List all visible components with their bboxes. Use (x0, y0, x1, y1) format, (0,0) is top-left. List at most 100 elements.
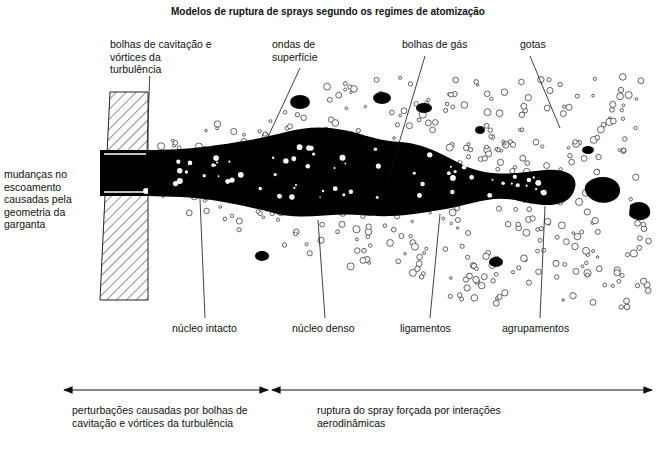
gas-bubble (211, 163, 215, 167)
gas-bubble (374, 147, 378, 151)
droplet (572, 243, 578, 249)
droplet (576, 198, 583, 205)
clusters (255, 92, 650, 267)
droplet (263, 132, 267, 136)
droplet (624, 304, 630, 310)
gas-bubble (516, 183, 520, 187)
droplet (496, 167, 500, 171)
gas-bubble (173, 181, 178, 186)
droplet (592, 94, 595, 97)
droplet (355, 238, 358, 241)
droplet (353, 226, 360, 233)
gas-bubble (450, 190, 454, 194)
droplet (276, 218, 279, 221)
droplet (421, 272, 425, 276)
gas-bubble (535, 188, 537, 190)
droplet (474, 80, 479, 85)
droplet (593, 77, 596, 80)
droplet (237, 228, 241, 232)
gas-bubble (376, 164, 381, 169)
droplet (283, 110, 287, 114)
droplet (610, 108, 615, 113)
droplet (624, 298, 630, 304)
droplet (171, 139, 174, 142)
droplet (484, 123, 489, 128)
droplet (521, 255, 528, 262)
droplet (558, 222, 565, 229)
droplet (443, 247, 448, 252)
droplet (541, 145, 544, 148)
droplet (619, 74, 626, 81)
droplet (231, 128, 237, 134)
droplet (594, 169, 600, 175)
droplet (258, 130, 261, 133)
droplet (596, 154, 601, 159)
droplet (562, 105, 565, 108)
droplet (383, 224, 387, 228)
cavitation-streak (104, 191, 146, 193)
droplet (393, 137, 396, 140)
droplet (635, 98, 638, 101)
droplet (219, 206, 222, 209)
side-note: mudanças no escoamento causadas pela geo… (2, 168, 97, 231)
droplet (287, 124, 292, 129)
droplet (466, 155, 470, 159)
region-label: ruptura do spray forçada por interações … (315, 404, 515, 429)
droplet (327, 97, 332, 102)
gas-bubble (469, 175, 474, 180)
gas-bubble (333, 167, 335, 169)
droplet (432, 120, 438, 126)
droplet (572, 232, 575, 235)
droplet (451, 105, 455, 109)
droplet (513, 166, 516, 169)
callout: núcleo intacto (170, 322, 250, 335)
droplet (583, 247, 590, 254)
gas-bubble (342, 193, 345, 196)
gas-bubble (312, 152, 315, 155)
droplet (364, 105, 367, 108)
gas-bubble (319, 196, 321, 198)
droplet (489, 135, 493, 139)
callout: bolhas de gás (400, 38, 480, 51)
gas-bubble (238, 172, 244, 178)
droplet (450, 277, 453, 280)
droplet (536, 249, 540, 253)
droplet (488, 128, 492, 132)
droplet (368, 261, 371, 264)
droplet (510, 142, 515, 147)
droplet (484, 91, 490, 97)
gas-bubble (487, 193, 492, 198)
droplet (455, 217, 460, 222)
droplet (411, 220, 414, 223)
droplet (417, 254, 423, 260)
droplet (620, 109, 623, 112)
droplet (395, 123, 399, 127)
droplet (501, 89, 508, 96)
droplet (614, 270, 620, 276)
droplet (596, 256, 598, 258)
droplet (404, 252, 407, 255)
droplet (567, 146, 570, 149)
droplet (305, 243, 308, 246)
droplet (568, 153, 573, 158)
droplet (214, 121, 220, 127)
droplet (497, 294, 502, 299)
droplet (368, 244, 372, 248)
droplet (401, 108, 407, 114)
droplet (542, 248, 546, 252)
droplet (262, 216, 265, 219)
droplet (450, 222, 452, 224)
gas-bubble (417, 193, 422, 198)
droplet (399, 76, 402, 79)
droplet (204, 208, 210, 214)
droplet (464, 285, 470, 291)
gas-bubble (501, 181, 505, 185)
callout: agrupamentos (500, 322, 590, 335)
droplet (621, 148, 625, 152)
droplet (344, 88, 347, 91)
droplet (521, 103, 527, 109)
droplet (584, 269, 591, 276)
droplet (516, 222, 521, 227)
droplet (307, 251, 312, 256)
